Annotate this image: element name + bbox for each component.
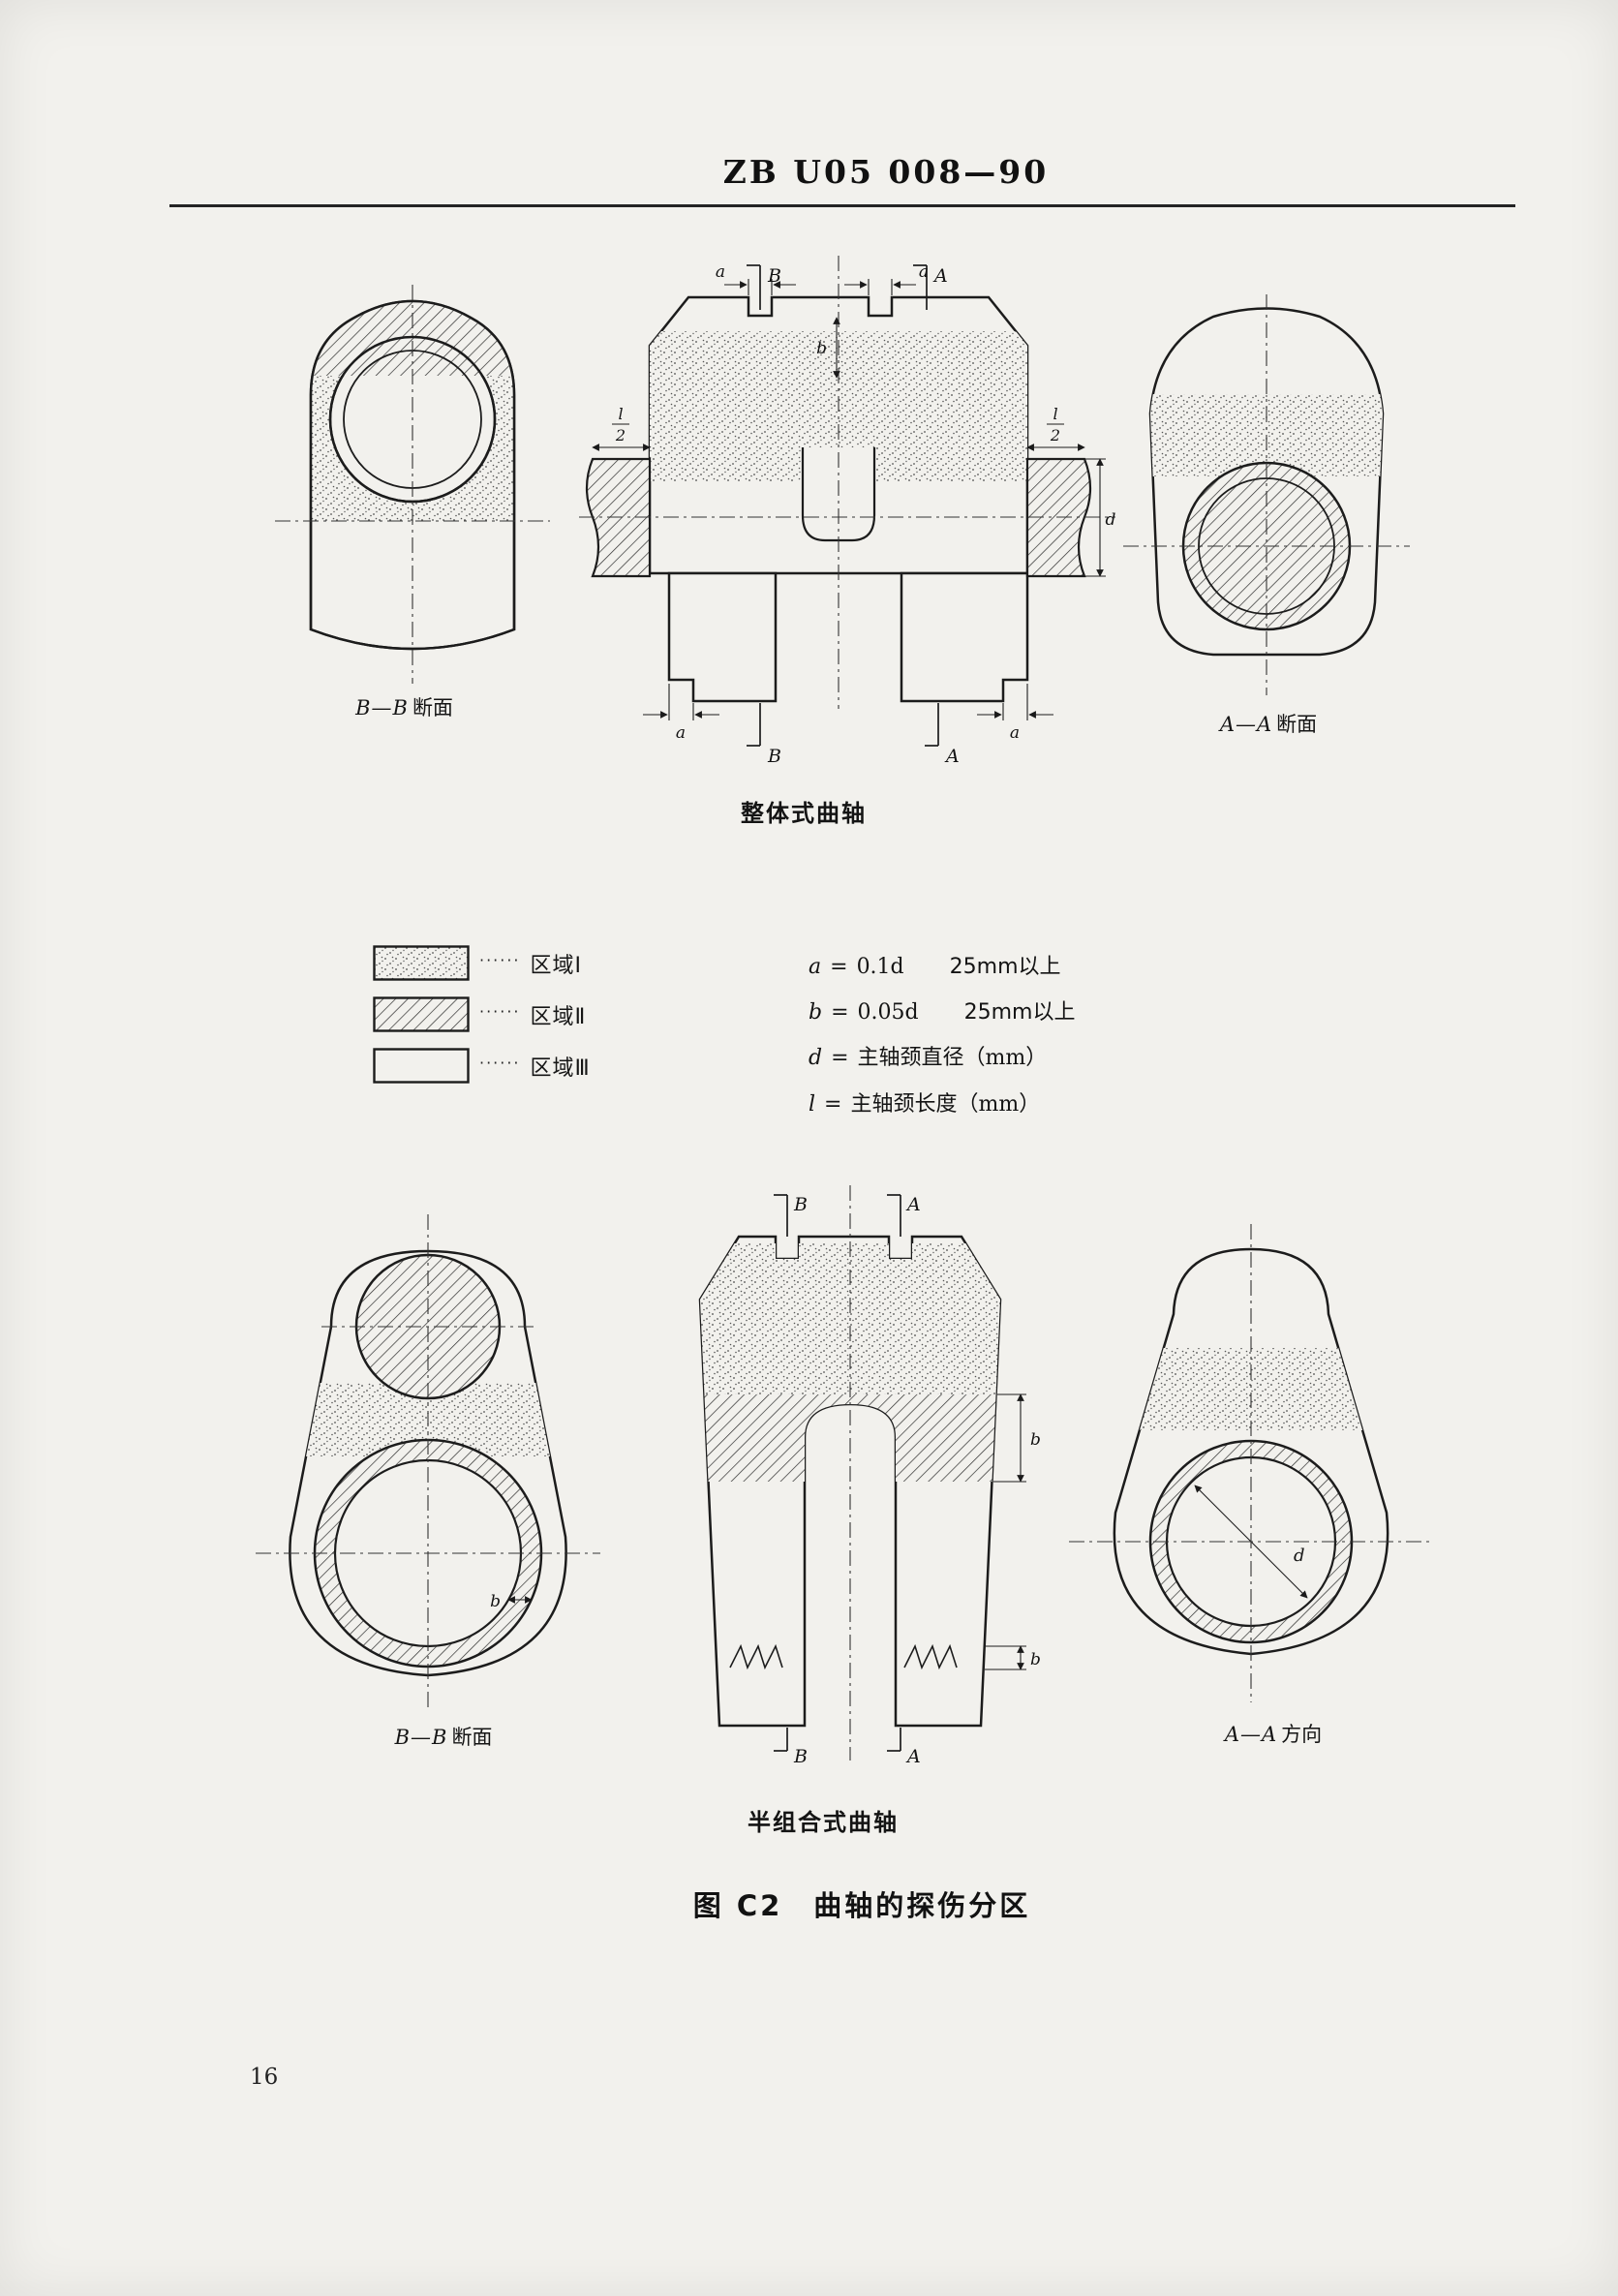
dim-label-l: l (1053, 405, 1057, 423)
semi-front-view-drawing: B B A A b b (698, 1185, 1041, 1764)
section-letters: A—A (1224, 1723, 1278, 1746)
dim-label-a: a (676, 723, 686, 743)
dim-label-d: d (1106, 510, 1116, 530)
dim-a-bottom-left (643, 684, 719, 720)
legend-label-zone3: 区域Ⅲ (530, 1056, 591, 1081)
dim-a-top-right (844, 279, 916, 295)
centerlines (579, 256, 1115, 709)
dim-l-half-left (592, 423, 651, 451)
header-rule (169, 204, 1515, 207)
centerlines (1123, 294, 1410, 695)
note-value: 主轴颈长度（mm） (850, 1092, 1041, 1117)
section-letters: A—A (1219, 713, 1273, 736)
section-line-A (913, 264, 939, 747)
dim-label-B-top: B (767, 265, 781, 287)
dim-label-A-bottom: A (905, 1746, 921, 1764)
caption-integral-crankshaft: 整体式曲轴 (741, 800, 867, 827)
note-equals: = (830, 955, 848, 979)
figure-caption: 图 C2 曲轴的探伤分区 (692, 1889, 1031, 1922)
note-value: 主轴颈直径（mm） (857, 1046, 1048, 1070)
centerlines (275, 285, 550, 684)
dim-label-2: 2 (1050, 426, 1060, 444)
zone1-stipple-region (1114, 1348, 1389, 1430)
note-equals: = (831, 1000, 849, 1025)
page-number: 16 (250, 2065, 279, 2090)
section-line-A (887, 1194, 901, 1752)
standard-number: ZB U05 008—90 (722, 153, 1050, 191)
dim-label-l: l (618, 405, 623, 423)
zone2-swatch-hatch (373, 996, 470, 1032)
dim-label-d: d (1294, 1546, 1305, 1566)
zigzag-hatch-marks (729, 1643, 958, 1670)
section-text: 方向 (1281, 1723, 1323, 1746)
dim-label-B-top: B (793, 1194, 808, 1215)
section-text: 断面 (451, 1726, 493, 1749)
legend-label-zone1: 区域Ⅰ (530, 953, 583, 978)
legend-leader-dots: ······ (479, 1002, 521, 1021)
note-value: 0.1d (856, 955, 904, 979)
section-letters: B—B (355, 696, 409, 719)
dim-label-2: 2 (615, 426, 626, 444)
dim-label-B-bottom: B (793, 1746, 808, 1764)
note-equals: = (824, 1092, 842, 1117)
dim-a-top-left (724, 279, 796, 295)
dim-a-bottom-right (977, 684, 1053, 720)
note-extra: 25mm以上 (963, 1000, 1076, 1025)
dim-label-A-top: A (932, 265, 948, 287)
semi-bb-section-drawing: b (256, 1214, 600, 1712)
legend-note-b: b = 0.05d 25mm以上 (809, 995, 1084, 1026)
legend-row-zone3: ······ 区域Ⅲ (373, 1048, 591, 1084)
centerlines (1069, 1224, 1433, 1702)
dim-label-A-top: A (905, 1194, 921, 1215)
dim-label-b: b (1030, 1430, 1041, 1450)
legend-note-l: l = 主轴颈长度（mm） (809, 1087, 1049, 1117)
section-letters: B—B (394, 1726, 448, 1749)
dim-label-a: a (1010, 723, 1020, 743)
integral-front-view-drawing: B B A A a a b l 2 (579, 256, 1116, 767)
dim-b-upper (993, 1393, 1026, 1483)
dim-label-a: a (919, 262, 929, 282)
note-equals: = (831, 1046, 849, 1070)
note-variable: a (809, 955, 822, 979)
dim-label-b: b (1030, 1650, 1041, 1669)
zone3-swatch-blank (373, 1048, 470, 1084)
dim-label-b: b (490, 1592, 501, 1611)
outline-overlay (309, 299, 516, 651)
section-text: 断面 (412, 696, 453, 719)
legend-leader-dots: ······ (479, 1054, 521, 1072)
legend-note-d: d = 主轴颈直径（mm） (809, 1040, 1055, 1071)
dim-label-b: b (816, 339, 827, 358)
note-value: 0.05d (857, 1000, 919, 1025)
semi-aa-direction-drawing: d (1069, 1224, 1433, 1702)
caption-semi-crankshaft: 半组合式曲轴 (748, 1809, 899, 1836)
note-variable: l (809, 1092, 816, 1117)
legend-row-zone1: ······ 区域Ⅰ (373, 945, 582, 981)
section-line-B (747, 264, 761, 747)
note-variable: b (809, 1000, 823, 1025)
integral-bb-section-drawing (275, 285, 550, 684)
section-text: 断面 (1276, 713, 1318, 736)
dim-label-B-bottom: B (767, 746, 781, 767)
section-line-B (774, 1194, 788, 1752)
legend-note-a: a = 0.1d 25mm以上 (809, 949, 1070, 980)
note-extra: 25mm以上 (949, 955, 1061, 979)
legend-row-zone2: ······ 区域Ⅱ (373, 996, 586, 1032)
dim-b-lower (985, 1645, 1026, 1670)
dim-l-half-right (1026, 423, 1085, 451)
centerlines (256, 1214, 600, 1712)
note-variable: d (809, 1046, 823, 1070)
dim-d (1084, 458, 1106, 577)
legend-leader-dots: ······ (479, 951, 521, 969)
dim-label-A-bottom: A (944, 746, 960, 767)
dim-label-a: a (716, 262, 725, 282)
integral-aa-section-drawing (1123, 294, 1410, 695)
legend-label-zone2: 区域Ⅱ (530, 1004, 587, 1029)
zone1-swatch-stipple (373, 945, 470, 981)
